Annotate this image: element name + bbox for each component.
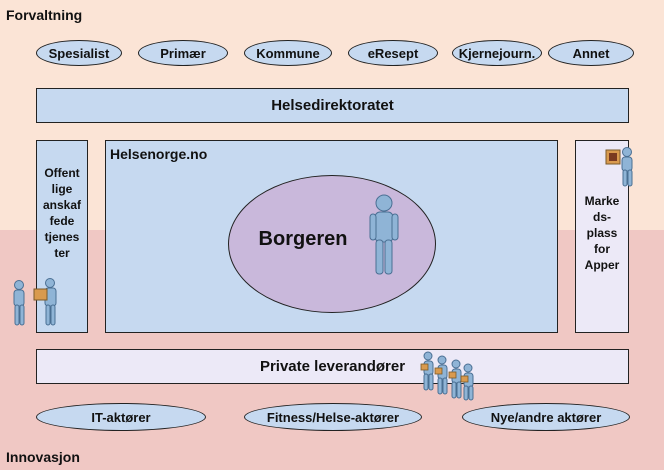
markedsplass-box: Marke ds- plass for Apper xyxy=(575,140,629,333)
pill-primaer: Primær xyxy=(138,40,228,66)
section-label-innovasjon: Innovasjon xyxy=(6,449,80,465)
helsedirektoratet-box: Helsedirektoratet xyxy=(36,88,629,123)
group-of-people-icon xyxy=(420,351,474,401)
borgeren-ellipse xyxy=(228,175,436,313)
pill-kommune: Kommune xyxy=(244,40,332,66)
section-label-forvaltning: Forvaltning xyxy=(6,7,83,23)
pill-fitness-helse-aktorer: Fitness/Helse-aktører xyxy=(244,403,422,431)
private-leverandorer-box: Private leverandører xyxy=(36,349,629,384)
pill-it-aktorer: IT-aktører xyxy=(36,403,206,431)
pill-kjernejournal: Kjernejourn. xyxy=(452,40,542,66)
person-icon xyxy=(369,194,399,275)
pill-spesialist: Spesialist xyxy=(36,40,122,66)
person-at-screen-icon xyxy=(605,147,633,187)
helsenorge-label: Helsenorge.no xyxy=(110,146,208,162)
pill-annet: Annet xyxy=(548,40,634,66)
person-with-box-icon xyxy=(13,278,57,326)
pill-eresept: eResept xyxy=(348,40,438,66)
borgeren-label: Borgeren xyxy=(258,228,348,250)
offentlige-tjenester-box: Offent lige anskaf fede tjenes ter xyxy=(36,140,88,333)
pill-nye-andre-aktorer: Nye/andre aktører xyxy=(462,403,630,431)
